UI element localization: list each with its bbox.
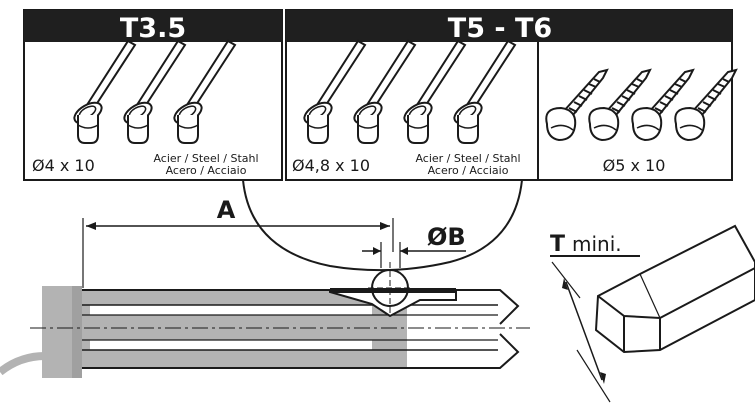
dimension-a: A xyxy=(82,196,394,288)
dimension-a-label: A xyxy=(217,196,236,224)
dimension-t-mini: T mini. xyxy=(550,224,755,403)
panel-t5-t6: T5 - T6 Ø4,8 x 10 Acier / Steel / Stahl … xyxy=(285,9,737,181)
material-label-line2: Acero / Acciaio xyxy=(166,164,247,177)
handle-cross-section xyxy=(0,262,530,378)
dimension-t-suffix: mini. xyxy=(572,232,622,256)
panel-t35-title: T3.5 xyxy=(120,13,186,44)
rivet-size-label: Ø4 x 10 xyxy=(32,156,95,175)
panel-t35-header xyxy=(24,10,282,42)
material-label-line1: Acier / Steel / Stahl xyxy=(415,152,520,165)
material-label-line2: Acero / Acciaio xyxy=(428,164,509,177)
dimension-t-label: T xyxy=(550,232,565,257)
screw-size-label: Ø5 x 10 xyxy=(603,156,666,175)
panel-t5-t6-header xyxy=(286,10,732,42)
material-label-line1: Acier / Steel / Stahl xyxy=(153,152,258,165)
rivet-size-label: Ø4,8 x 10 xyxy=(292,156,370,175)
dimension-b: ØB xyxy=(362,223,466,268)
panel-t5-t6-title: T5 - T6 xyxy=(448,13,552,44)
panel-t35: T3.5 Ø4 x 10 Acier / Steel / Stahl Acero… xyxy=(23,9,283,181)
dimension-b-label: ØB xyxy=(427,223,466,251)
